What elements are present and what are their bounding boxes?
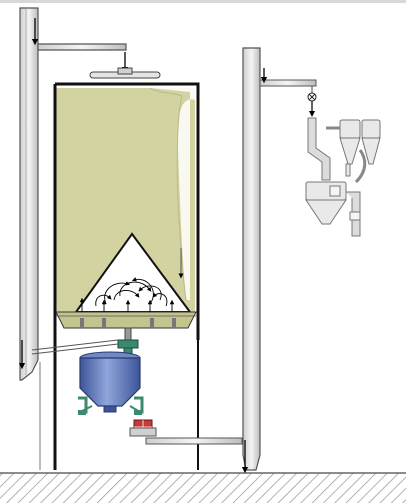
air-nozzles (80, 318, 176, 328)
top-edge (0, 0, 406, 3)
filter-unit (305, 181, 361, 237)
silo (53, 82, 200, 470)
air-supply-lines (31, 339, 119, 470)
butterfly-valve-icon (307, 92, 317, 117)
vent-cap (89, 67, 161, 79)
blue-hopper (78, 351, 144, 415)
left-air-duct (18, 7, 129, 381)
conveying-pipe (145, 437, 243, 445)
discharge-chute (117, 327, 139, 357)
cyclone-separator (307, 117, 381, 184)
right-air-duct (241, 47, 317, 474)
aeration-flow-arrows (79, 277, 175, 312)
rotary-valve (129, 419, 157, 437)
ground (0, 472, 406, 503)
